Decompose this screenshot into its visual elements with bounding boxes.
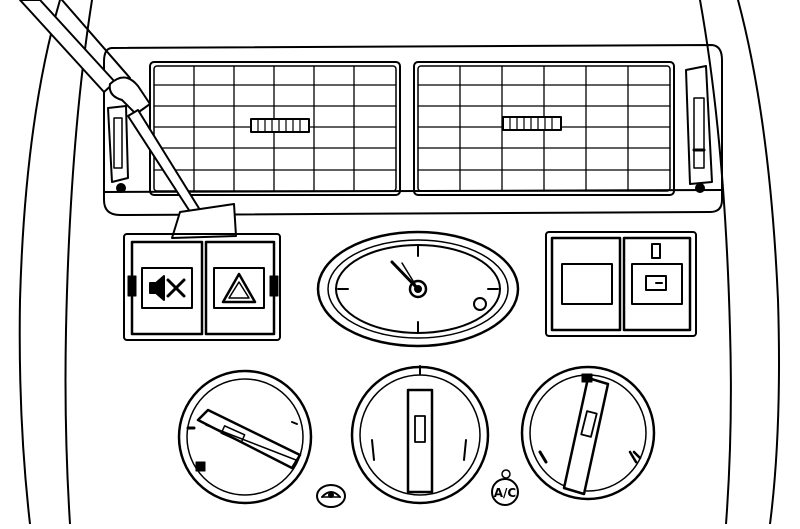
hazard-warning-switch[interactable] <box>213 267 265 309</box>
ac-label: A/C <box>494 486 517 500</box>
temperature-knob[interactable] <box>350 365 490 505</box>
fan-speed-knob[interactable] <box>177 369 313 505</box>
right-thumbwheel[interactable] <box>685 65 713 193</box>
screwdriver <box>19 0 237 239</box>
right-switch-block <box>545 231 697 337</box>
console-inner-left-edge <box>64 0 93 525</box>
clock-hour-hand <box>390 260 420 291</box>
recirculation-icon <box>321 491 341 498</box>
clock-minute-hand <box>401 262 419 290</box>
blank-switch[interactable] <box>561 263 613 305</box>
speaker-mute-icon <box>149 275 186 301</box>
recirculation-button[interactable] <box>316 484 346 508</box>
hazard-warning-icon <box>221 272 257 304</box>
switch-indicator-led <box>651 243 661 259</box>
left-air-vent[interactable] <box>149 61 401 196</box>
ac-indicator-led <box>501 469 511 479</box>
console-right-edge <box>737 0 780 525</box>
rear-defrost-switch[interactable] <box>631 243 683 305</box>
left-thumbwheel[interactable] <box>107 105 129 193</box>
ac-button[interactable]: A/C <box>491 469 519 506</box>
speaker-mute-switch[interactable] <box>141 267 193 309</box>
clock-set-button[interactable] <box>473 297 487 311</box>
air-distribution-knob[interactable] <box>520 365 656 501</box>
rear-defrost-icon <box>645 275 667 291</box>
right-air-vent[interactable] <box>413 61 675 196</box>
left-switch-block <box>123 233 281 341</box>
console-inner-right-edge <box>699 0 732 525</box>
console-left-edge <box>18 0 61 525</box>
analog-clock <box>316 230 520 348</box>
